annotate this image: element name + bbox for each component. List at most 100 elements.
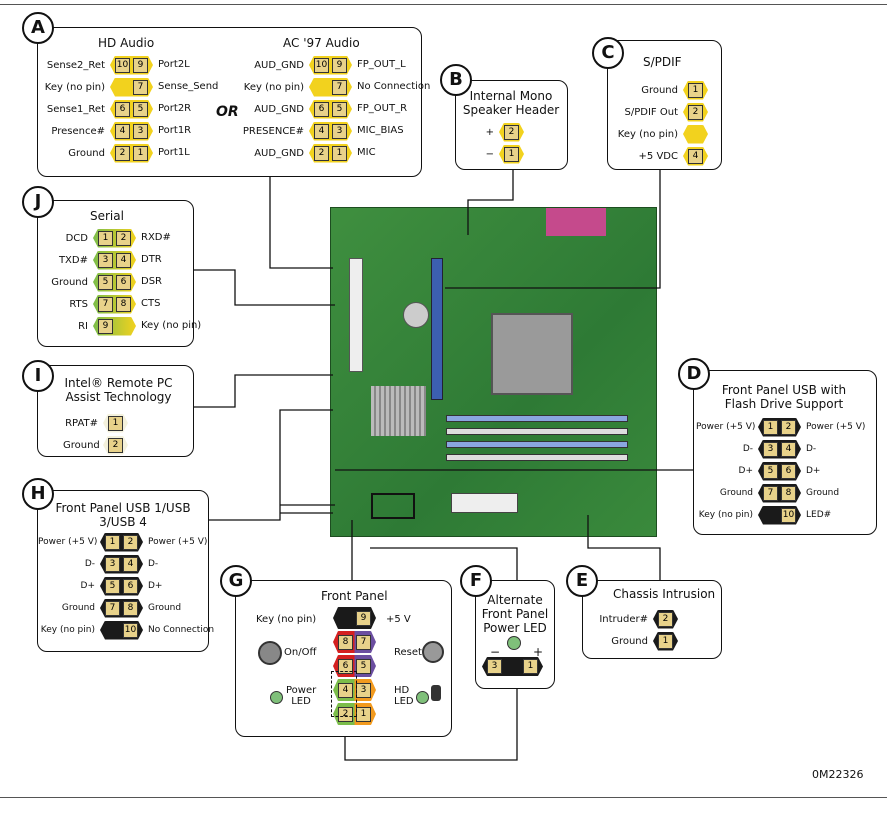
pin-label-left: Key (no pin) (698, 510, 753, 520)
rpat-title: Intel® Remote PC Assist Technology (64, 376, 173, 404)
pin: 1 (98, 231, 113, 246)
pin-label-left: − (485, 148, 494, 160)
pin-label-left: Ground (611, 635, 648, 647)
pin: 8 (116, 297, 131, 312)
pin: 6 (115, 102, 130, 117)
pin: 2 (688, 105, 703, 120)
pin: 4 (688, 149, 703, 164)
pin: 1 (356, 707, 371, 722)
onoff-label: On/Off (284, 647, 317, 658)
pin: 2 (108, 438, 123, 453)
pin: 2 (314, 146, 329, 161)
pin-label-left: Key (no pin) (40, 625, 95, 635)
pin-label-right: Sense_Send (158, 81, 219, 92)
pin-label-left: S/PDIF Out (624, 106, 678, 118)
power-button-icon (258, 641, 282, 665)
speaker-header-title: Internal Mono Speaker Header (462, 89, 560, 117)
reset-button-icon (422, 641, 444, 663)
pin: 9 (332, 58, 347, 73)
pin: 7 (356, 635, 371, 650)
pin: 1 (133, 146, 148, 161)
pin-label-left: Sense1_Ret (46, 103, 105, 115)
front-panel-title: Front Panel (321, 589, 388, 603)
pin-label-left: + (485, 126, 494, 138)
pin-row: S/PDIF Out 2 (613, 101, 713, 123)
pin: 8 (338, 635, 353, 650)
battery (403, 302, 429, 328)
pin-label-right: No Connection (357, 81, 431, 92)
pin-label-left: D+ (738, 466, 753, 476)
alt-power-led-title: Alternate Front Panel Power LED (481, 593, 549, 635)
pin: 2 (116, 231, 131, 246)
power-led-outline (331, 671, 357, 717)
pin-row: Intruder#2 (593, 608, 683, 630)
pin: 5 (763, 464, 778, 479)
pin-row: +2 (476, 121, 529, 143)
pin: 10 (781, 508, 796, 523)
pin-label-right: Port2L (158, 59, 190, 70)
pin-pair: 4 (683, 147, 708, 166)
or-label: OR (216, 104, 239, 120)
callout-i-badge: I (22, 360, 54, 392)
power-led-label: Power LED (286, 685, 317, 707)
pin-label-right: Power (+5 V) (148, 537, 208, 547)
pin: 1 (108, 416, 123, 431)
pin-pair: 1 (103, 414, 128, 433)
pin-pair: 2 (103, 436, 128, 455)
hard-drive-icon (431, 685, 441, 701)
pin-label-left: AUD_GND (254, 147, 304, 159)
pin-label-right: D+ (148, 581, 163, 591)
pin-pair: 10 (100, 621, 143, 640)
pin-label-left: RPAT# (65, 417, 98, 429)
pin: 5 (332, 102, 347, 117)
power-led-icon (270, 691, 283, 704)
chassis-intrusion-title: Chassis Intrusion (613, 587, 716, 601)
pin-label-left: Key (no pin) (243, 81, 304, 93)
pin-label-left: RTS (69, 298, 88, 310)
pin-label-left: Ground (641, 84, 678, 96)
pin-label-right: Key (no pin) (141, 320, 202, 331)
pin-pair: 2 (683, 103, 708, 122)
pin: 3 (487, 659, 502, 674)
pin-pair: 10 (758, 506, 801, 525)
pin: 6 (781, 464, 796, 479)
speaker-header: +2−1 (476, 121, 529, 165)
pin: 9 (133, 58, 148, 73)
pin-label-right: Ground (148, 603, 182, 613)
pin: 4 (314, 124, 329, 139)
sata-connectors (371, 493, 415, 519)
pin: 4 (115, 124, 130, 139)
front-panel-box: Front Panel Key (no pin) +5 V On/Off Res… (235, 580, 452, 737)
pin-label-left: AUD_GND (254, 59, 304, 71)
callout-j-badge: J (22, 186, 54, 218)
callout-e-badge: E (566, 565, 598, 597)
pin-label-right: Port1R (158, 125, 192, 136)
pin: 3 (763, 442, 778, 457)
pin-label-right: CTS (141, 298, 161, 309)
pin: 1 (105, 535, 120, 550)
